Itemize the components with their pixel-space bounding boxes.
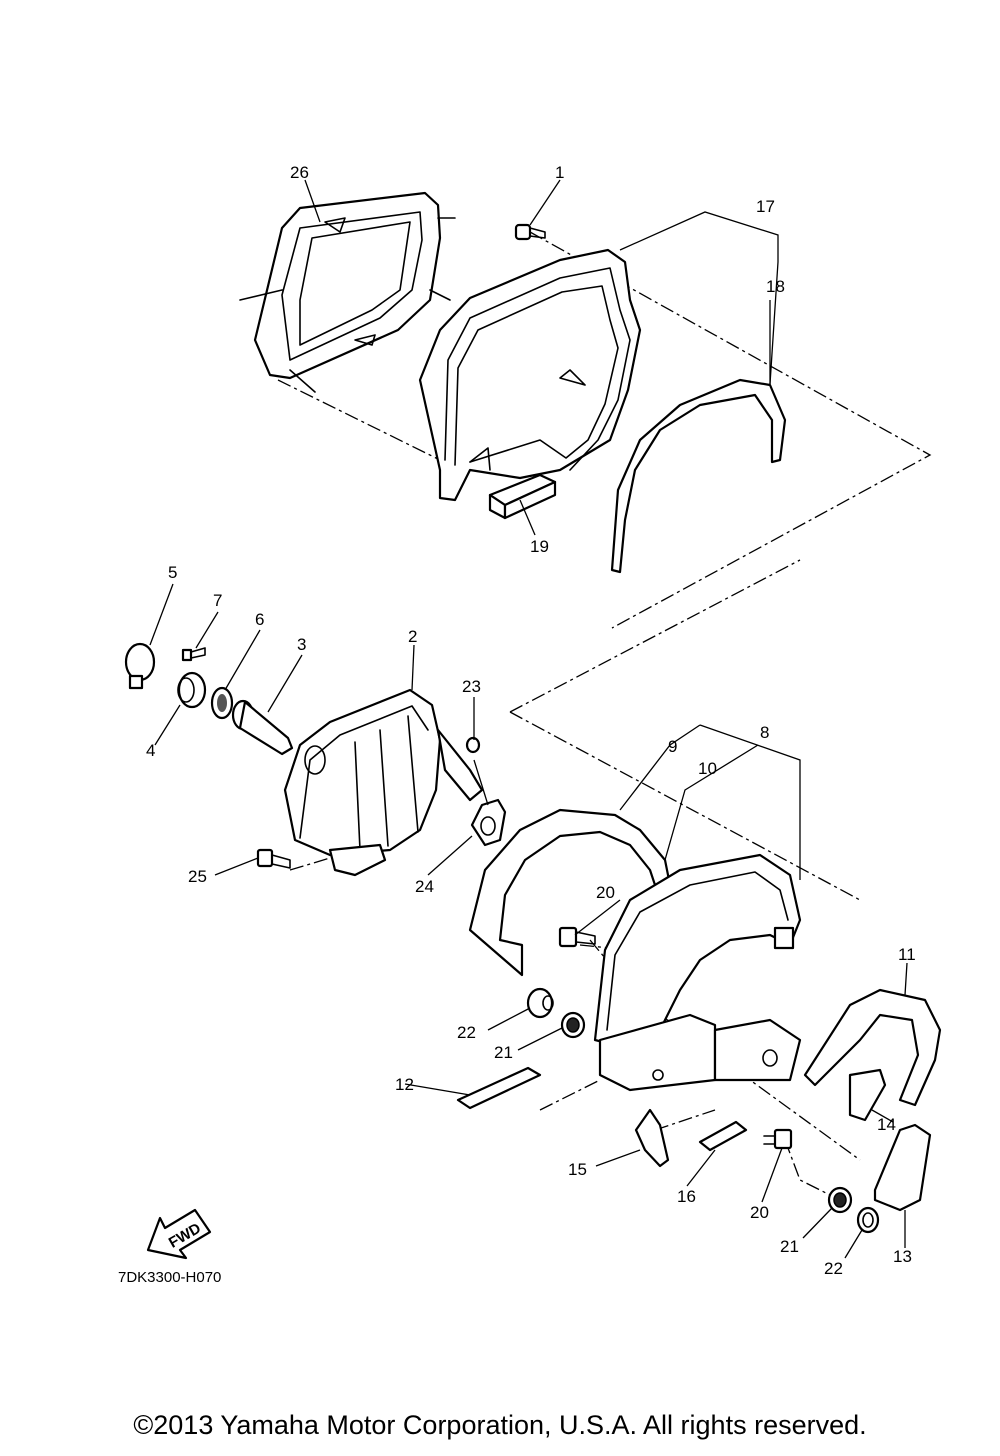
callout-22-upper: 22 — [457, 1023, 476, 1042]
part-11-boot — [803, 988, 942, 1107]
callout-16: 16 — [677, 1187, 696, 1206]
callout-8: 8 — [760, 723, 769, 742]
callout-24: 24 — [415, 877, 434, 896]
part-26-filter-frame — [239, 191, 456, 393]
callout-23: 23 — [462, 677, 481, 696]
callout-5: 5 — [168, 563, 177, 582]
callout-25: 25 — [188, 867, 207, 886]
callout-11: 11 — [898, 945, 916, 964]
callout-19: 19 — [530, 537, 549, 556]
callout-1: 1 — [555, 163, 564, 182]
part-19-sponge-block — [488, 473, 557, 520]
callout-18: 18 — [766, 277, 785, 296]
part-24-gasket — [470, 798, 507, 847]
callout-26: 26 — [290, 163, 309, 182]
part-4-joint — [177, 671, 207, 709]
part-20-bolt-lower — [763, 1128, 793, 1150]
part-7-screw — [181, 647, 206, 662]
part-25-bolt — [256, 848, 291, 869]
callout-14: 14 — [877, 1115, 896, 1134]
part-2-muffler — [283, 688, 484, 877]
part-22-collar-upper — [526, 987, 554, 1019]
callout-20-lower: 20 — [750, 1203, 769, 1222]
part-23-nut — [465, 736, 481, 754]
callout-13: 13 — [893, 1247, 912, 1266]
callout-3: 3 — [297, 635, 306, 654]
leader-lines — [149, 179, 908, 1259]
callout-10: 10 — [698, 759, 717, 778]
callout-20-upper: 20 — [596, 883, 615, 902]
callout-22-lower: 22 — [824, 1259, 843, 1278]
part-14-bracket — [848, 1068, 887, 1122]
callout-17: 17 — [756, 197, 775, 216]
part-16-plate — [698, 1120, 748, 1152]
callout-15: 15 — [568, 1160, 587, 1179]
copyright-notice: ©2013 Yamaha Motor Corporation, U.S.A. A… — [133, 1410, 867, 1440]
diagram-code: 7DK3300-H070 — [118, 1269, 221, 1286]
part-3-funnel — [231, 699, 294, 756]
part-22-collar-lower — [856, 1206, 880, 1234]
callout-labels: 1 26 17 18 19 5 7 6 3 2 4 23 8 9 10 24 2… — [146, 163, 916, 1278]
callout-21-upper: 21 — [494, 1043, 513, 1062]
part-15-plate — [634, 1108, 670, 1168]
part-13-bracket — [873, 1123, 932, 1212]
part-17-air-box-case — [418, 248, 642, 502]
part-12-sponge — [456, 1066, 542, 1110]
part-21-grommet-lower — [827, 1186, 853, 1214]
part-5-clamp — [124, 642, 156, 690]
part-18-case-gasket — [610, 378, 787, 574]
part-9-cover — [468, 808, 674, 977]
part-21-grommet-upper — [560, 1011, 586, 1039]
part-1-screw — [514, 223, 546, 241]
callout-12: 12 — [395, 1075, 414, 1094]
callout-2: 2 — [408, 627, 417, 646]
callout-7: 7 — [213, 591, 222, 610]
callout-21-lower: 21 — [780, 1237, 799, 1256]
part-8-main-cover — [593, 853, 802, 1092]
callout-9: 9 — [668, 737, 677, 756]
part-20-bolt-upper — [558, 926, 596, 948]
callout-6: 6 — [255, 610, 264, 629]
callout-4: 4 — [146, 741, 155, 760]
part-6-screen — [210, 686, 234, 720]
fwd-arrow-icon: FWD — [146, 1208, 212, 1260]
